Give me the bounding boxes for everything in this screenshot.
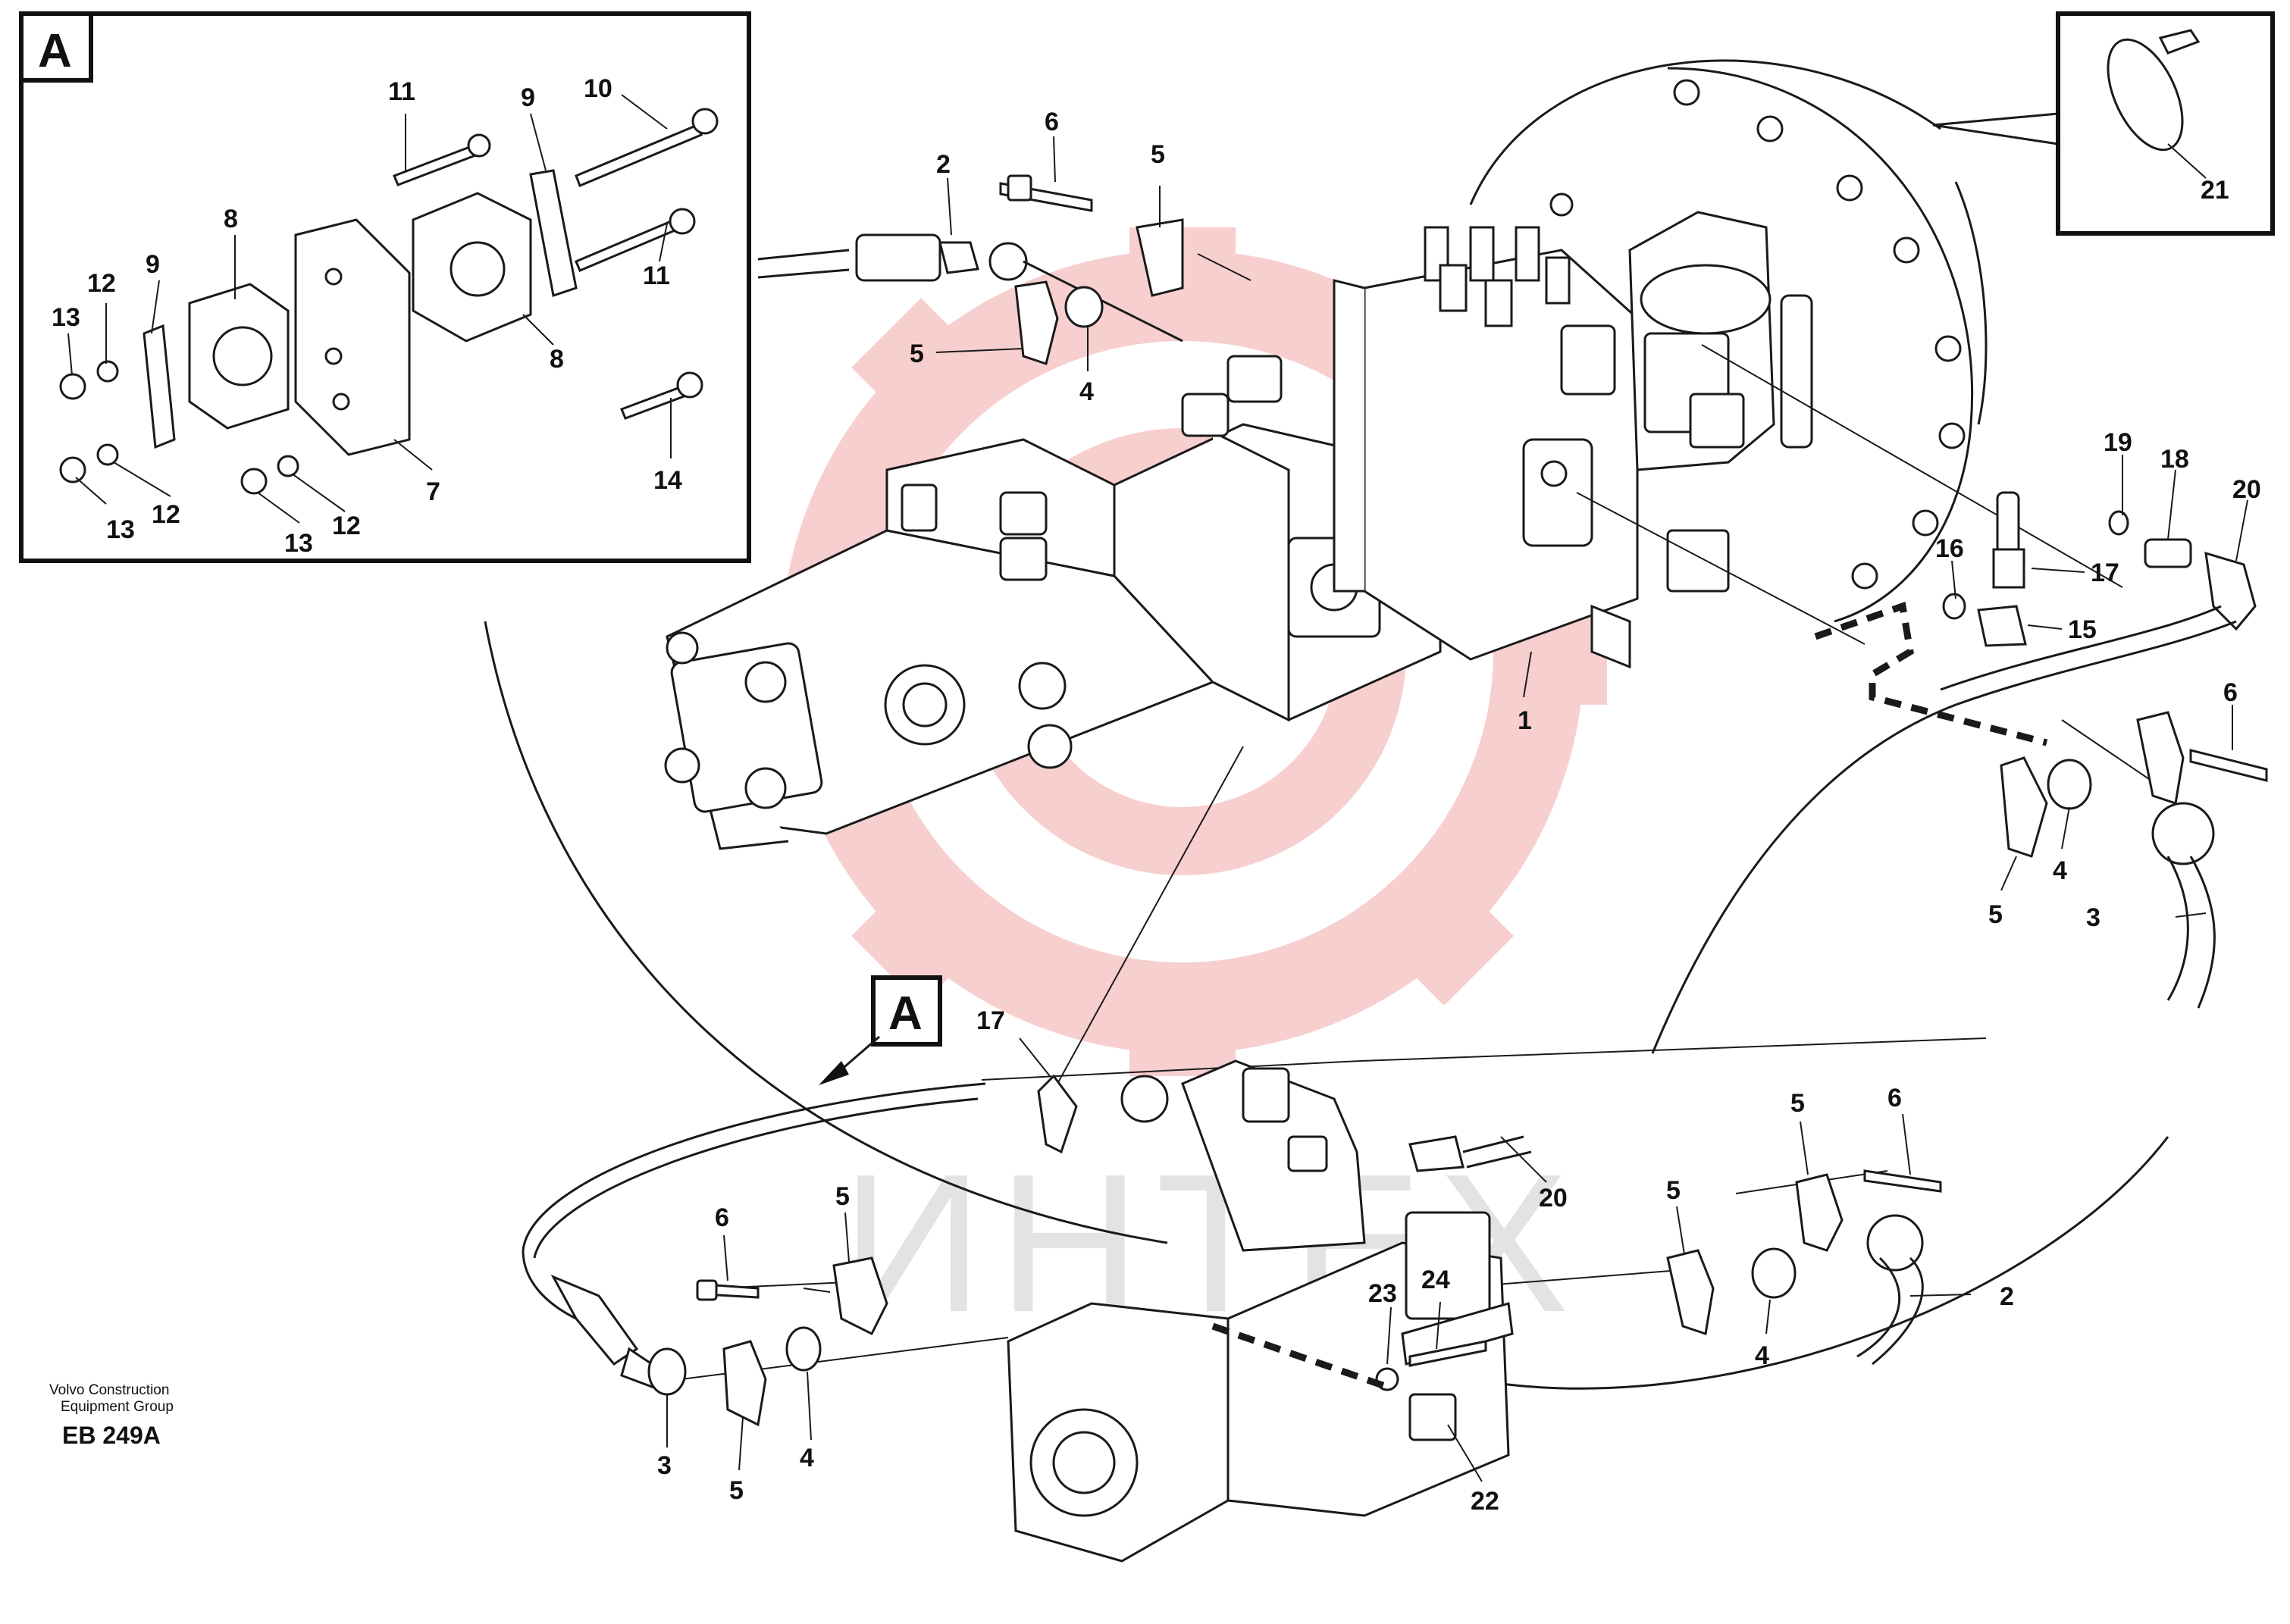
callout: 6 (2223, 678, 2238, 707)
inset-callout: 9 (521, 83, 535, 112)
callout: 23 (1368, 1279, 1397, 1308)
callout-21: 21 (2201, 176, 2229, 205)
view-marker-a: A (819, 975, 942, 1085)
callout: 2 (936, 150, 951, 179)
callout: 4 (1079, 377, 1094, 406)
callout: 20 (2232, 475, 2261, 504)
callout: 6 (715, 1203, 729, 1232)
callout: 16 (1935, 534, 1964, 563)
callout: 5 (1988, 900, 2003, 929)
callout: 4 (800, 1444, 814, 1472)
callout: 1 (1518, 706, 1532, 735)
company-line-1: Volvo Construction (49, 1382, 169, 1398)
inset-callout: 8 (224, 205, 238, 233)
view-marker-label: A (888, 987, 923, 1040)
main-callouts: 2 6 5 5 4 1 19 18 20 16 17 15 6 4 5 3 17… (657, 108, 2261, 1516)
flange-clamp-set-top (999, 174, 1252, 365)
flywheel-housing (484, 59, 2169, 1390)
inset-callouts: 11 9 10 8 12 9 13 11 8 7 14 13 12 13 12 (52, 74, 682, 558)
inset-callout: 13 (52, 303, 80, 332)
right-hose-assembly (1651, 491, 2257, 1054)
callout: 18 (2160, 445, 2189, 474)
callout: 5 (910, 340, 924, 368)
inset-callout: 13 (106, 515, 135, 544)
callout: 5 (729, 1476, 744, 1505)
callout: 20 (1539, 1184, 1568, 1213)
inset-label: A (38, 25, 72, 77)
callout: 5 (1151, 140, 1165, 169)
callout: 19 (2104, 428, 2132, 457)
inset-detail-a: A (19, 11, 751, 563)
callout: 17 (2091, 559, 2119, 587)
control-fittings (1424, 226, 1571, 327)
inset-callout: 11 (388, 77, 415, 106)
callout: 15 (2068, 615, 2097, 644)
inset-callout: 12 (152, 500, 180, 529)
callout: 6 (1045, 108, 1059, 136)
callout: 17 (976, 1006, 1005, 1035)
callout: 24 (1421, 1266, 1450, 1294)
callout: 3 (657, 1451, 672, 1480)
callout: 5 (1790, 1089, 1805, 1118)
main-pump-assembly (664, 211, 1813, 850)
callout: 2 (2000, 1282, 2014, 1311)
cable-tie-detail: 21 (1932, 11, 2275, 236)
inset-callout: 12 (87, 269, 116, 298)
inset-callout: 9 (146, 250, 160, 279)
inset-callout: 7 (426, 477, 440, 506)
bottom-hose-left (522, 1082, 986, 1427)
pressure-hose-top (757, 233, 1183, 343)
inset-callout: 13 (284, 529, 313, 558)
callout: 22 (1471, 1487, 1499, 1516)
bottom-hose-right (1037, 1074, 1942, 1391)
inset-callout: 14 (653, 466, 682, 495)
callout: 6 (1887, 1084, 1902, 1112)
inset-callout: 11 (643, 261, 670, 290)
callout: 3 (2086, 903, 2100, 932)
inset-callout: 10 (584, 74, 612, 103)
inset-callout: 12 (332, 512, 361, 540)
callout: 5 (1666, 1176, 1681, 1205)
company-line-2: Equipment Group (61, 1399, 174, 1415)
footer: Volvo Construction Equipment Group EB 24… (49, 1382, 174, 1449)
inset-callout: 8 (550, 345, 564, 374)
callout: 5 (835, 1182, 850, 1211)
callout: 4 (1755, 1341, 1769, 1370)
right-flange-set (2000, 711, 2268, 1009)
drawing-number: EB 249A (62, 1422, 161, 1449)
callout: 4 (2053, 856, 2067, 885)
